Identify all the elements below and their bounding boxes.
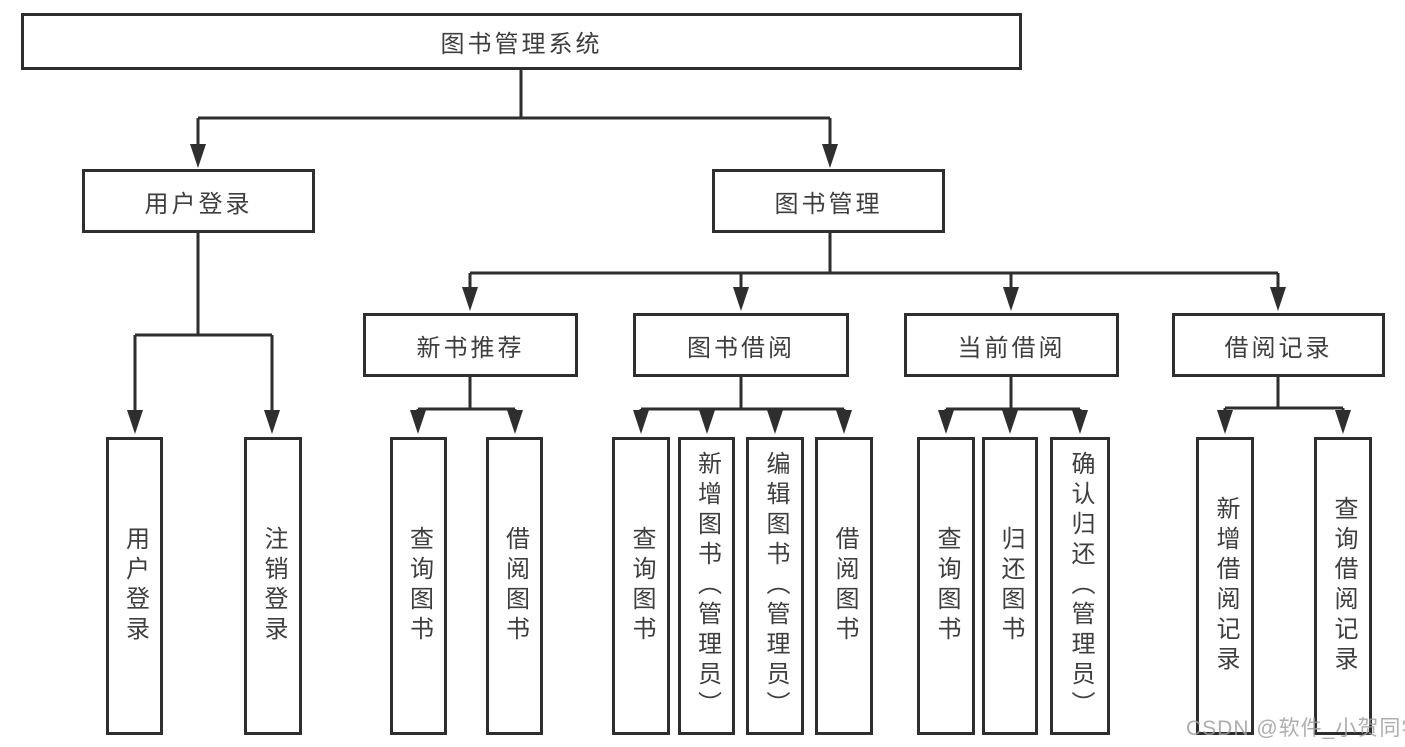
node-current-borrowing-label: 当前借阅 [957,334,1066,362]
node-borrowing-records: 借阅记录 [1172,313,1385,377]
node-leaf-confirm-return-admin-label: 确认归还（管理员） [1067,451,1094,721]
node-leaf-edit-books-admin-label: 编辑图书（管理员） [762,451,789,721]
node-new-book-recommendation-label: 新书推荐 [416,334,525,362]
node-leaf-confirm-return-admin: 确认归还（管理员） [1050,437,1110,735]
node-leaf-query-books-current: 查询图书 [917,437,975,735]
connector-book-management-to-level3 [468,233,1280,289]
node-leaf-borrow-books-borrowing-label: 借阅图书 [831,526,858,646]
node-leaf-query-books-current-label: 查询图书 [933,526,960,646]
node-leaf-add-borrow-record: 新增借阅记录 [1196,437,1254,735]
connector-current-borrowing-to-leaves [944,377,1082,412]
node-leaf-add-books-admin-label: 新增图书（管理员） [693,451,721,721]
node-book-management: 图书管理 [712,169,945,233]
connector-user-login-to-leaves [133,233,274,412]
node-leaf-user-login-label: 用户登录 [121,526,149,646]
node-current-borrowing: 当前借阅 [904,313,1119,377]
node-leaf-return-books-label: 归还图书 [997,526,1024,646]
node-user-login: 用户登录 [82,169,315,233]
node-borrowing-records-label: 借阅记录 [1224,334,1333,362]
node-leaf-query-books-recommend: 查询图书 [390,437,447,735]
connector-root-to-level2 [196,70,832,146]
node-leaf-user-login: 用户登录 [106,437,163,735]
connector-new-book-recommendation-to-leaves [416,377,517,412]
node-library-system-label: 图书管理系统 [440,31,603,58]
node-leaf-query-books-recommend-label: 查询图书 [405,526,433,646]
node-leaf-borrow-books-recommend: 借阅图书 [486,437,543,735]
connector-borrowing-records-to-leaves [1223,377,1345,412]
node-leaf-query-books-borrowing-label: 查询图书 [628,526,655,646]
node-leaf-borrow-books-borrowing: 借阅图书 [815,437,873,735]
node-leaf-borrow-books-recommend-label: 借阅图书 [501,526,529,646]
node-leaf-edit-books-admin: 编辑图书（管理员） [746,437,804,735]
node-leaf-add-books-admin: 新增图书（管理员） [678,437,735,735]
node-user-login-label: 用户登录 [144,190,253,218]
node-leaf-query-borrow-record-label: 查询借阅记录 [1330,496,1357,676]
node-leaf-query-books-borrowing: 查询图书 [612,437,670,735]
node-library-system: 图书管理系统 [21,13,1022,70]
node-leaf-add-borrow-record-label: 新增借阅记录 [1212,496,1239,676]
node-book-borrowing-label: 图书借阅 [687,334,795,362]
watermark: CSDN @软件_小贺同学 [1186,717,1405,740]
arrowheads [127,144,1351,434]
node-leaf-query-borrow-record: 查询借阅记录 [1314,437,1372,735]
node-book-borrowing: 图书借阅 [633,313,849,377]
node-book-management-label: 图书管理 [774,190,883,218]
node-leaf-logout: 注销登录 [244,437,302,735]
node-new-book-recommendation: 新书推荐 [363,313,578,377]
node-leaf-return-books: 归还图书 [982,437,1038,735]
connector-book-borrowing-to-leaves [639,377,846,412]
node-leaf-logout-label: 注销登录 [260,526,287,646]
